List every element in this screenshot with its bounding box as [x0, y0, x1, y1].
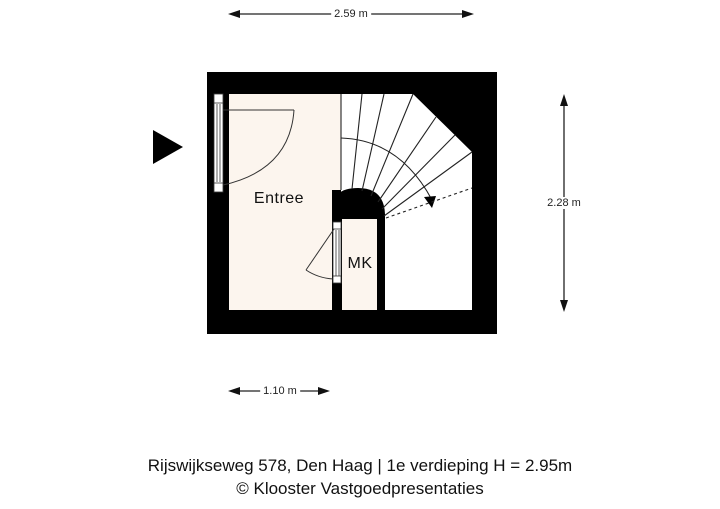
- entrance-arrow-icon: [153, 130, 183, 164]
- footer-address: Rijswijkseweg 578, Den Haag | 1e verdiep…: [147, 456, 573, 475]
- stair-direction-arrow-icon: [424, 196, 436, 208]
- room-mk-floor: [342, 219, 377, 310]
- room-entree-floor: [229, 94, 332, 310]
- room-label-entree: Entree: [253, 190, 305, 207]
- dimension-right-label: 2.28 m: [544, 197, 584, 209]
- closet-door: [305, 221, 342, 284]
- entrance-door: [213, 93, 295, 193]
- dimension-top-label: 2.59 m: [331, 8, 371, 20]
- stair-treads: [340, 93, 473, 217]
- footer-copyright: © Klooster Vastgoedpresentaties: [236, 479, 484, 498]
- stair-area: [341, 94, 472, 310]
- dimension-entree-label: 1.10 m: [260, 385, 300, 397]
- room-label-mk: MK: [347, 255, 373, 272]
